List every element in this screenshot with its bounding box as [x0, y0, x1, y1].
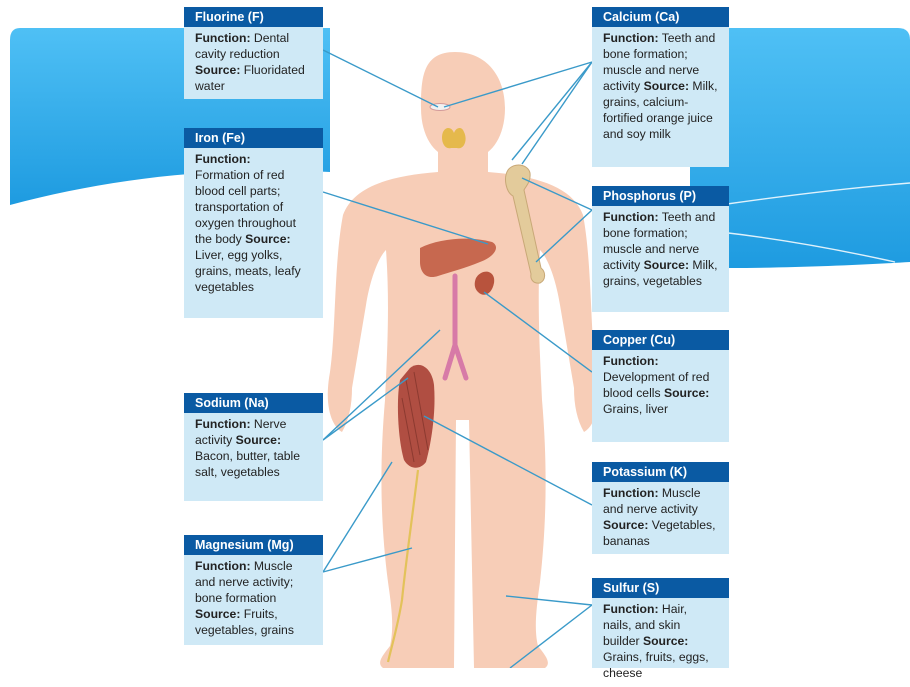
source-label: Source:: [644, 258, 689, 272]
mineral-title: Fluorine (F): [184, 7, 323, 27]
function-label: Function:: [195, 151, 312, 167]
function-label: Function:: [603, 31, 659, 45]
source-text: Grains, liver: [603, 402, 668, 416]
function-label: Function:: [195, 417, 251, 431]
function-label: Function:: [195, 31, 251, 45]
mineral-title: Copper (Cu): [592, 330, 729, 350]
function-label: Function:: [603, 353, 718, 369]
source-text: Liver, egg yolks, grains, meats, leafy v…: [195, 248, 301, 294]
mineral-title: Iron (Fe): [184, 128, 323, 148]
mineral-card-copper: Copper (Cu) Function: Development of red…: [592, 330, 729, 442]
source-label: Source:: [644, 79, 689, 93]
mineral-card-potassium: Potassium (K) Function: Muscle and nerve…: [592, 462, 729, 554]
source-label: Source:: [603, 518, 648, 532]
function-label: Function:: [195, 559, 251, 573]
source-label: Source:: [664, 386, 709, 400]
source-label: Source:: [643, 634, 688, 648]
source-text: Grains, fruits, eggs, cheese: [603, 650, 709, 680]
mineral-card-sodium: Sodium (Na) Function: Nerve activity Sou…: [184, 393, 323, 501]
function-label: Function:: [603, 210, 659, 224]
function-label: Function:: [603, 486, 659, 500]
source-text: Bacon, butter, table salt, vegetables: [195, 449, 300, 479]
source-label: Source:: [195, 63, 240, 77]
source-label: Source:: [195, 607, 240, 621]
mineral-card-magnesium: Magnesium (Mg) Function: Muscle and nerv…: [184, 535, 323, 645]
mineral-card-fluorine: Fluorine (F) Function: Dental cavity red…: [184, 7, 323, 99]
mineral-title: Phosphorus (P): [592, 186, 729, 206]
mineral-card-phosphorus: Phosphorus (P) Function: Teeth and bone …: [592, 186, 729, 312]
function-label: Function:: [603, 602, 659, 616]
mineral-title: Potassium (K): [592, 462, 729, 482]
mineral-title: Calcium (Ca): [592, 7, 729, 27]
mineral-title: Sulfur (S): [592, 578, 729, 598]
source-label: Source:: [236, 433, 281, 447]
mineral-card-sulfur: Sulfur (S) Function: Hair, nails, and sk…: [592, 578, 729, 668]
mineral-title: Magnesium (Mg): [184, 535, 323, 555]
source-label: Source:: [245, 232, 290, 246]
mineral-title: Sodium (Na): [184, 393, 323, 413]
mineral-card-calcium: Calcium (Ca) Function: Teeth and bone fo…: [592, 7, 729, 167]
slide-background: [0, 0, 910, 668]
mineral-card-iron: Iron (Fe) Function: Formation of red blo…: [184, 128, 323, 318]
